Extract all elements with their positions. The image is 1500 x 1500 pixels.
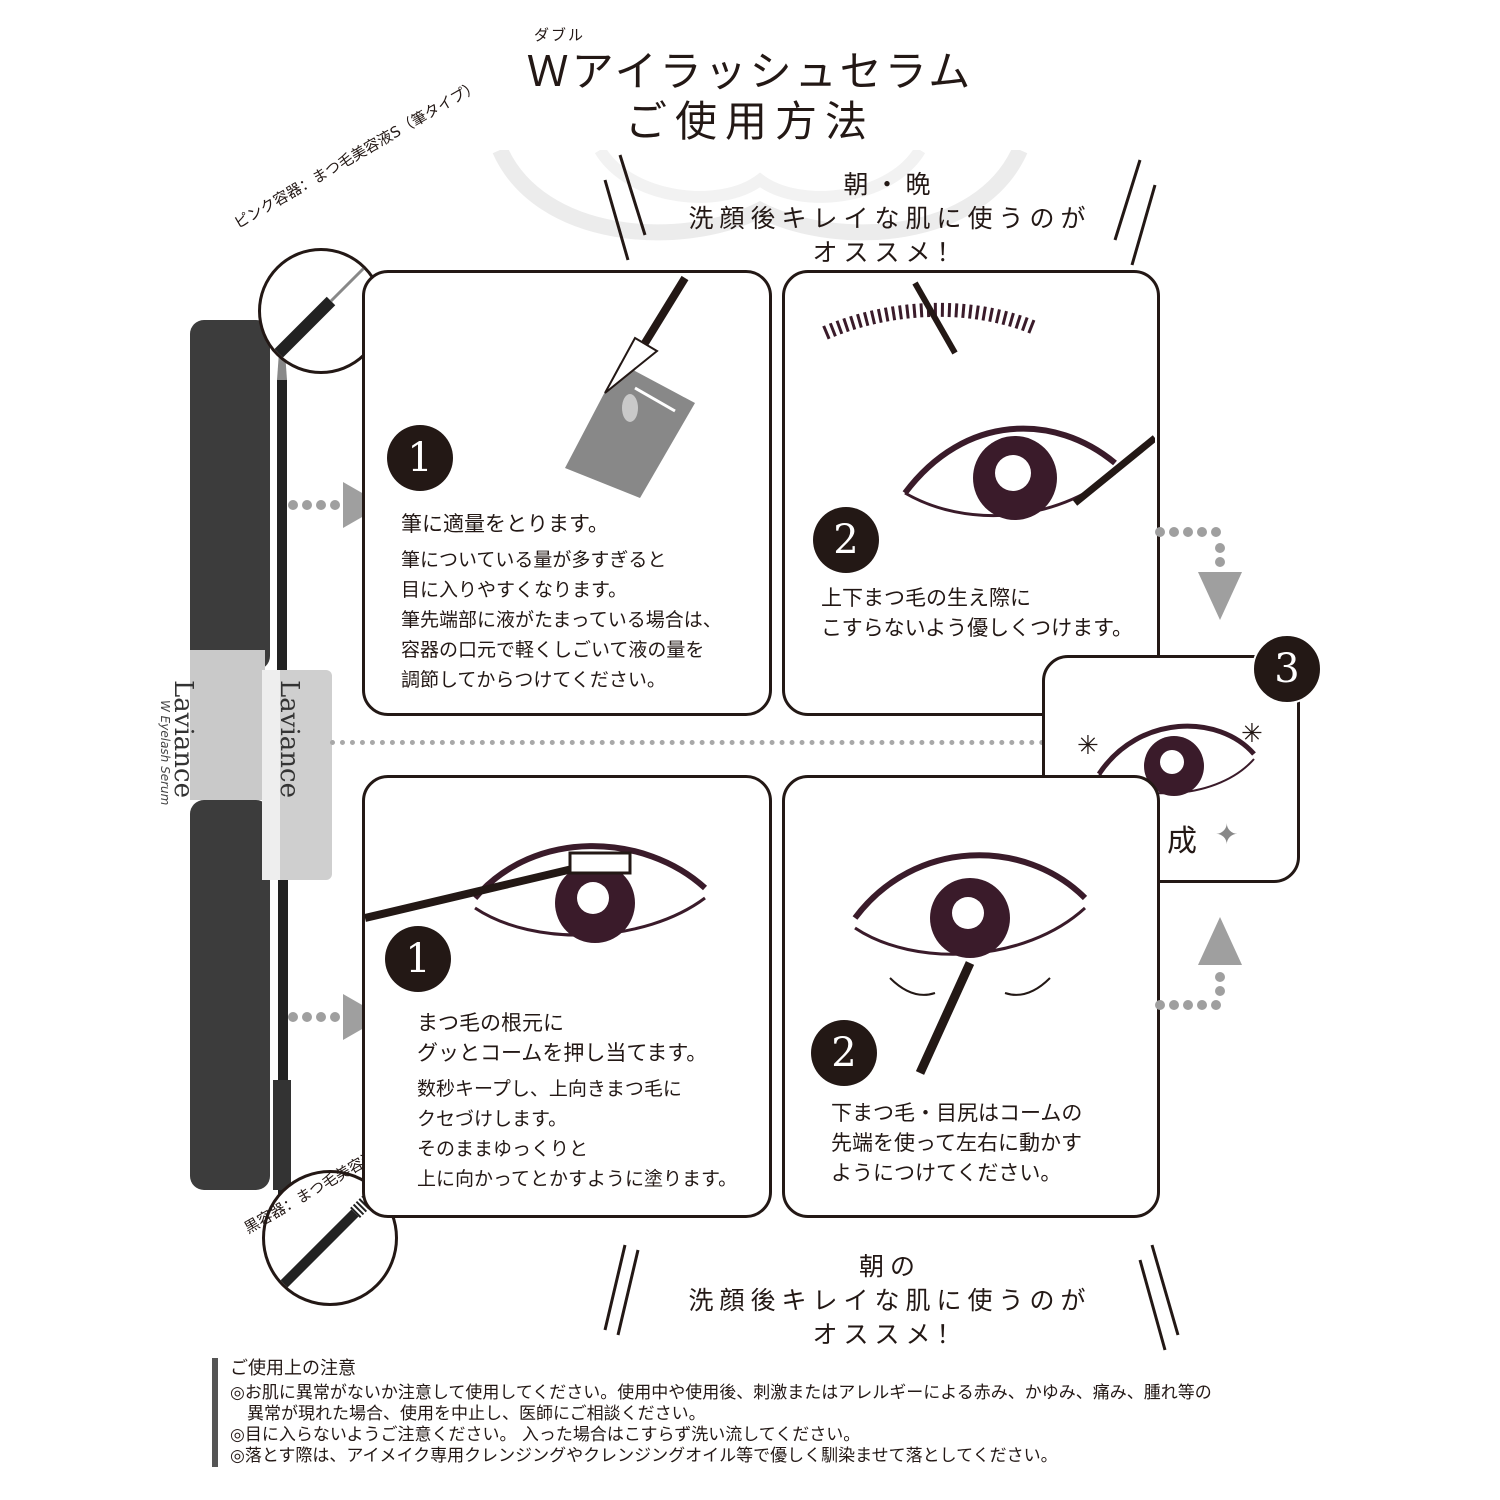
step-heading: 下まつ毛・目尻はコームの 先端を使って左右に動かす ようにつけてください。 — [831, 1101, 1083, 1185]
product-brand-cap: Laviance — [274, 680, 304, 798]
sparkle-icon: ✦ — [1215, 818, 1239, 851]
tip-bottom-slashes — [603, 1244, 1180, 1351]
arrow-to-final-down — [1155, 527, 1242, 620]
step-number: 1 — [385, 926, 451, 992]
step-card-upper-2: 2 上下まつ毛の生え際に こすらないよう優しくつけます。 — [782, 270, 1160, 716]
page-subtitle: ご使用方法 — [624, 97, 875, 146]
step-heading: 上下まつ毛の生え際に こすらないよう優しくつけます。 — [821, 586, 1134, 640]
comb-eye-illustration — [365, 843, 708, 943]
background-ornament — [492, 150, 1028, 241]
product-brand: Laviance — [168, 680, 198, 798]
product-subbrand: W Eyelash Serum — [158, 700, 172, 806]
brush-bottle-illustration — [565, 275, 696, 498]
section-divider — [330, 740, 1045, 745]
tip-top: 朝・晩 洗顔後キレイな肌に使うのが オススメ！ — [688, 170, 1092, 267]
brush-tip-icon — [271, 264, 368, 361]
step-number: 2 — [813, 507, 879, 573]
arrow-to-final-up — [1155, 917, 1242, 1010]
tip-top-slashes — [603, 154, 1157, 266]
sparkle-icon: ✳ — [1241, 719, 1263, 749]
page-title: Ｗアイラッシュセラム — [526, 47, 974, 96]
caution-line: ◎目に入らないようご注意ください。 入った場合はこすらず洗い流してください。 — [230, 1425, 861, 1445]
caution-line: ◎お肌に異常がないか注意して使用してください。使用中や使用後、刺激またはアレルギ… — [230, 1383, 1212, 1424]
step-heading: まつ毛の根元に グッとコームを押し当てます。 — [417, 1011, 708, 1065]
title-ruby: ダブル — [534, 26, 586, 44]
tip-bottom: 朝の 洗顔後キレイな肌に使うのが オススメ！ — [688, 1252, 1092, 1349]
step-body: 筆についている量が多すぎると 目に入りやすくなります。 筆先端部に液がたまってい… — [401, 549, 722, 691]
step-number: 2 — [811, 1020, 877, 1086]
step-heading: 筆に適量をとります。 — [401, 512, 609, 536]
step-body: 数秒キープし、上向きまつ毛に クセづけします。 そのままゆっくりと 上に向かって… — [417, 1078, 738, 1190]
caution-line: ◎落とす際は、アイメイク専用クレンジングやクレンジングオイル等で優しく馴染ませて… — [230, 1446, 1058, 1466]
sparkle-icon: ✳ — [1077, 731, 1099, 761]
step-card-upper-1: 1 筆に適量をとります。 筆についている量が多すぎると 目に入りやすくなります。… — [362, 270, 772, 716]
eye-lash-application-illustration — [822, 281, 1155, 520]
comb-lower-lash-illustration — [852, 852, 1088, 1075]
caution-title: ご使用上の注意 — [230, 1358, 356, 1379]
finished-eye-illustration: ✳ ✳ — [1077, 719, 1263, 796]
step-card-lower-1: 1 まつ毛の根元に グッとコームを押し当てます。 数秒キープし、上向きまつ毛に … — [362, 775, 772, 1218]
step-number: 1 — [387, 425, 453, 491]
product-illustration — [190, 310, 332, 1200]
step-card-lower-2: 2 下まつ毛・目尻はコームの 先端を使って左右に動かす ようにつけてください。 — [782, 775, 1160, 1218]
caution-notes: ご使用上の注意 ◎お肌に異常がないか注意して使用してください。使用中や使用後、刺… — [212, 1358, 1330, 1467]
final-step-number: 3 — [1252, 634, 1322, 704]
